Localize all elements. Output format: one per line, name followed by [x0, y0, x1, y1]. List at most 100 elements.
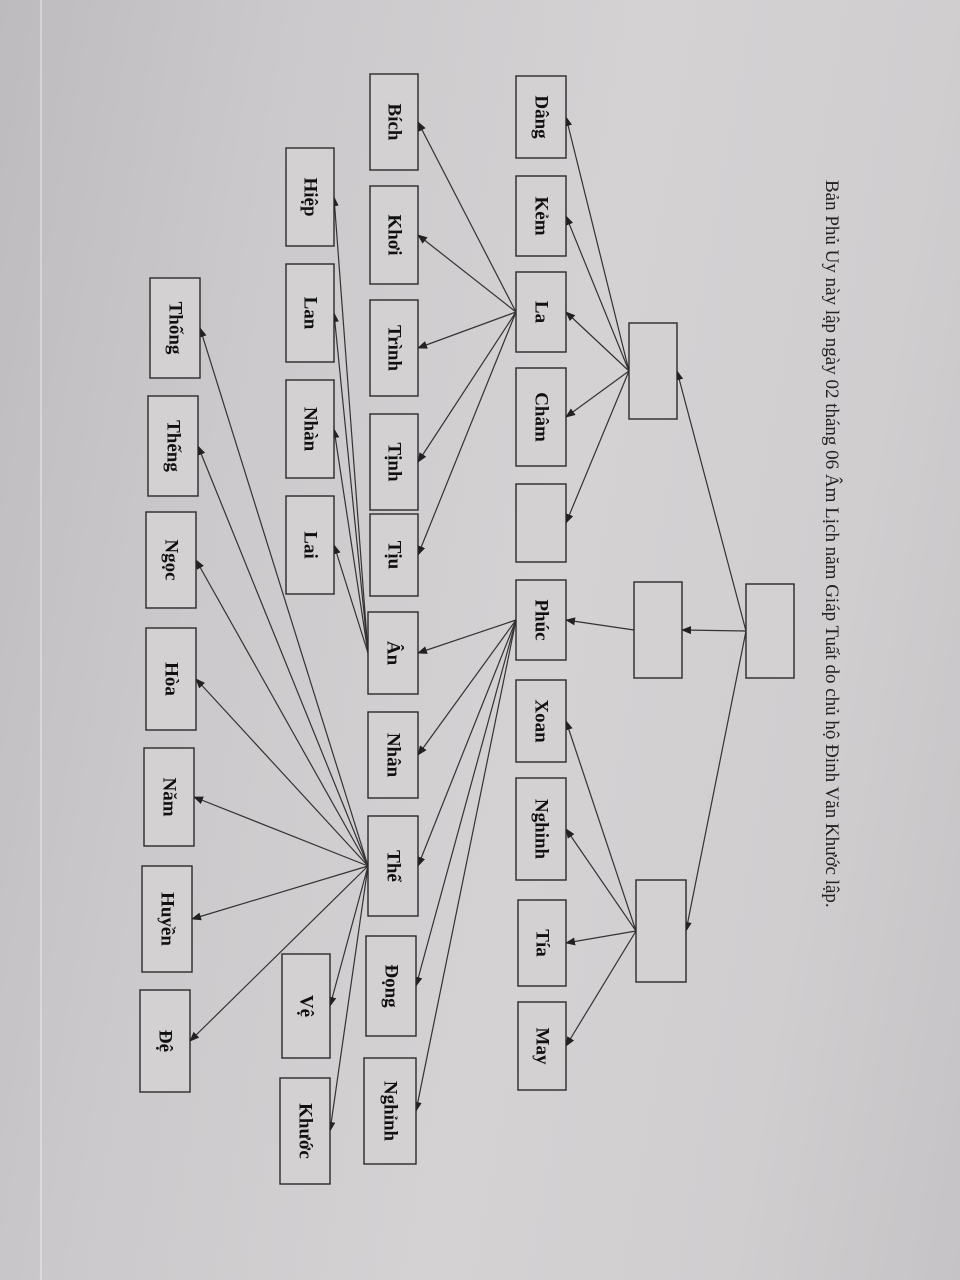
node-box-trinh [369, 299, 419, 397]
node-box-root [745, 583, 795, 679]
node-box-lan [285, 263, 335, 363]
edge-phuc-to-an [417, 619, 517, 654]
edge-root-to-g1b [681, 626, 747, 635]
node-tinh: Tịnh [369, 413, 419, 511]
node-label-phuc: Phúc [531, 599, 552, 640]
edge-g1a-to-blank [565, 370, 630, 524]
node-box-ve [281, 953, 331, 1059]
node-box-g1b [633, 581, 683, 679]
node-label-an: Ân [383, 641, 405, 666]
node-label-kem: Kẻm [531, 196, 552, 235]
node-label-bich: Bích [384, 104, 405, 141]
node-the: Thể [367, 815, 419, 917]
edge-an-to-nhan2 [331, 428, 369, 654]
edge-la-to-trinh [417, 311, 517, 349]
node-khoi: Khơi [369, 185, 419, 285]
node-label-ngoc: Ngọc [161, 539, 182, 580]
edge-la-to-bich [417, 121, 517, 313]
edge-the-to-theng [197, 445, 369, 867]
node-box-an [367, 611, 419, 695]
node-label-lan: Lan [300, 297, 321, 330]
node-nhan2: Nhàn [285, 379, 335, 479]
node-box-khoi [369, 185, 419, 285]
node-box-de [139, 989, 191, 1093]
edge-g1c-to-nghinh [565, 828, 637, 932]
node-nhan: Nhân [367, 711, 419, 799]
node-la: La [515, 271, 567, 353]
edge-the-to-huyen [191, 865, 369, 921]
node-label-de: Đệ [155, 1030, 176, 1052]
node-label-lai: Lai [300, 531, 321, 558]
node-theng: Thếng [147, 395, 199, 497]
node-box-kem [515, 175, 567, 257]
node-box-hiep [285, 147, 335, 247]
node-box-dang [515, 75, 567, 159]
node-box-khuoc [279, 1077, 331, 1185]
edge-the-to-nam [193, 796, 369, 867]
node-blank [515, 483, 567, 563]
node-box-blank [515, 483, 567, 563]
node-label-hoa: Hòa [161, 662, 182, 696]
edge-an-to-lai [332, 544, 369, 654]
edge-g1c-to-tia [565, 930, 637, 946]
node-huyen: Huyền [141, 865, 193, 973]
edge-g1c-to-may [565, 930, 637, 1047]
edge-phuc-to-the [417, 619, 517, 867]
edge-g1a-to-cham [565, 370, 630, 418]
edge-g1b-to-phuc [565, 617, 635, 631]
edge-the-to-de [189, 865, 369, 1042]
edge-root-to-g1c [683, 630, 747, 932]
node-label-nhan: Nhân [383, 733, 404, 778]
node-label-tia: Tía [532, 929, 553, 957]
node-root [745, 583, 795, 679]
node-box-lai [285, 495, 335, 595]
document-caption: Bản Phủ Uy này lập ngày 02 tháng 06 Âm L… [821, 180, 843, 908]
node-box-nhan [367, 711, 419, 799]
edge-g1a-to-dang [564, 116, 630, 372]
node-box-the [367, 815, 419, 917]
node-label-tinh: Tịnh [384, 442, 405, 482]
node-label-nghinh2: Nghỉnh [380, 1081, 401, 1142]
edge-la-to-tinh [417, 311, 517, 463]
node-label-khuoc: Khước [295, 1103, 316, 1159]
node-box-phuc [515, 579, 567, 661]
node-hiep: Hiệp [285, 147, 335, 247]
node-box-bich [369, 73, 419, 171]
node-khuoc: Khước [279, 1077, 331, 1185]
node-box-tia [517, 899, 567, 987]
node-label-thong: Thống [165, 302, 186, 355]
node-an: Ân [367, 611, 419, 695]
edge-g1a-to-la [565, 311, 630, 372]
node-box-tinh [369, 413, 419, 511]
node-box-ngoc [145, 511, 197, 609]
node-nghinh2: Nghỉnh [363, 1057, 417, 1165]
node-label-tiu: Tịu [384, 541, 405, 570]
node-nghinh: Nghinh [515, 777, 567, 881]
node-label-ve: Vệ [296, 995, 317, 1017]
node-label-hiep: Hiệp [300, 177, 321, 216]
edge-la-to-khoi [417, 234, 517, 313]
node-label-la: La [531, 301, 552, 324]
paper-fold-line [40, 0, 42, 1280]
node-label-nhan2: Nhàn [300, 407, 321, 452]
edge-phuc-to-nhan [417, 619, 517, 756]
edge-the-to-ngoc [195, 559, 369, 867]
node-trinh: Trình [369, 299, 419, 397]
edge-phuc-to-dong [414, 619, 517, 987]
node-ve: Vệ [281, 953, 331, 1059]
node-box-nam [143, 747, 195, 847]
node-label-theng: Thếng [163, 420, 184, 472]
node-box-nghinh [515, 777, 567, 881]
node-box-thong [149, 277, 201, 379]
nodes-layer: DângKẻmLaChâmPhúcXoanNghinhTíaMayBíchKhơ… [139, 73, 795, 1185]
node-label-dang: Dâng [531, 95, 552, 139]
edge-la-to-tiu [417, 311, 517, 556]
edge-root-to-g1a [675, 370, 747, 632]
node-label-may: May [532, 1028, 553, 1065]
node-g1c [635, 879, 687, 983]
node-nam: Năm [143, 747, 195, 847]
node-box-tiu [369, 513, 419, 597]
node-dong: Đọng [365, 935, 417, 1037]
